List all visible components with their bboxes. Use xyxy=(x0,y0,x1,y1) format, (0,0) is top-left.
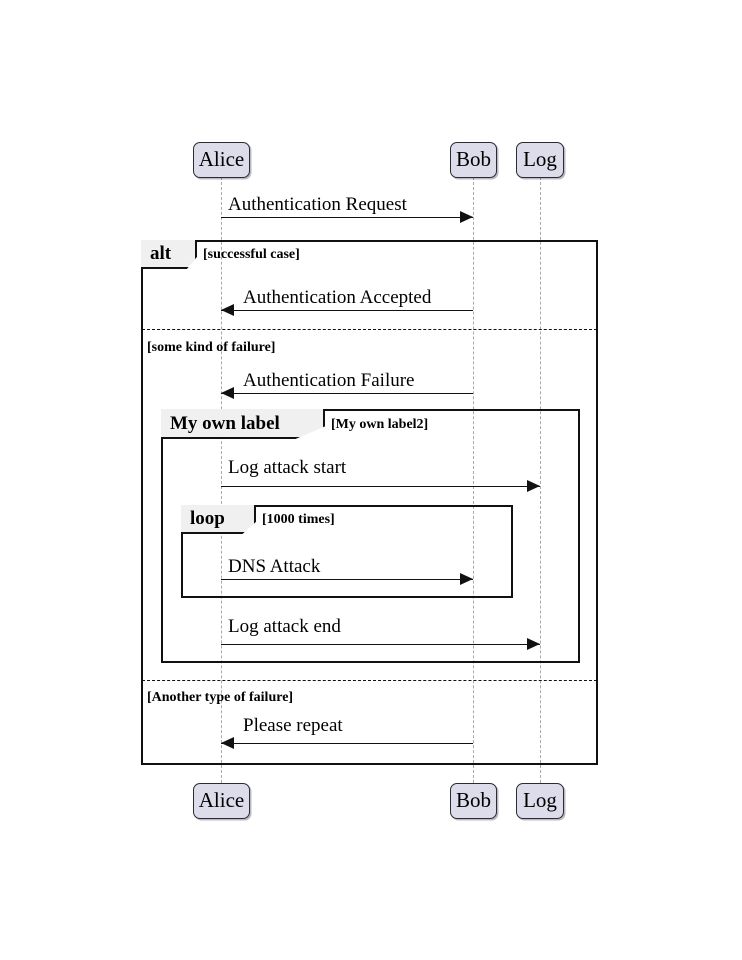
message-arrowhead-log-attack-start xyxy=(527,480,540,492)
message-line-log-attack-start xyxy=(221,486,540,487)
fragment-alt-condition-2: [some kind of failure] xyxy=(147,340,276,355)
participant-bob-bottom-label: Bob xyxy=(455,787,491,812)
fragment-alt xyxy=(141,240,598,765)
message-label-authentication-request: Authentication Request xyxy=(228,194,407,215)
message-arrowhead-authentication-failure xyxy=(221,387,234,399)
fragment-alt-divider-1 xyxy=(142,329,597,330)
message-line-log-attack-end xyxy=(221,644,540,645)
fragment-loop-operator-tab: loop xyxy=(181,505,256,534)
message-label-log-attack-end: Log attack end xyxy=(228,616,341,637)
message-arrowhead-authentication-accepted xyxy=(221,304,234,316)
message-line-authentication-accepted xyxy=(221,310,473,311)
participant-log-top[interactable]: Log xyxy=(516,142,564,178)
message-arrowhead-authentication-request xyxy=(460,211,473,223)
lifeline-log xyxy=(540,177,541,783)
fragment-my-own-label-operator-label: My own label xyxy=(170,412,280,434)
message-label-please-repeat: Please repeat xyxy=(243,715,343,736)
participant-log-bottom-label: Log xyxy=(523,787,557,812)
fragment-loop-condition-1: [1000 times] xyxy=(262,512,335,527)
fragment-alt-condition-1: [successful case] xyxy=(203,247,300,262)
fragment-alt-condition-3: [Another type of failure] xyxy=(147,690,294,705)
fragment-my-own-label-condition-1: [My own label2] xyxy=(331,417,429,432)
fragment-alt-operator-label: alt xyxy=(150,243,172,264)
message-label-log-attack-start: Log attack start xyxy=(228,457,347,478)
fragment-alt-operator-tab: alt xyxy=(141,240,197,269)
fragment-loop xyxy=(181,505,513,598)
message-arrowhead-dns-attack xyxy=(460,573,473,585)
participant-bob-top[interactable]: Bob xyxy=(450,142,497,178)
participant-bob-top-label: Bob xyxy=(455,146,491,171)
participant-alice-bottom[interactable]: Alice xyxy=(193,783,250,819)
participant-log-bottom[interactable]: Log xyxy=(516,783,564,819)
participant-alice-top-label: Alice xyxy=(198,146,245,171)
message-arrowhead-please-repeat xyxy=(221,737,234,749)
message-line-authentication-request xyxy=(221,217,473,218)
participant-alice-top[interactable]: Alice xyxy=(193,142,250,178)
lifeline-bob xyxy=(473,177,474,783)
participant-alice-bottom-label: Alice xyxy=(198,787,245,812)
fragment-my-own-label-operator-tab: My own label xyxy=(161,409,325,439)
message-line-dns-attack xyxy=(221,579,473,580)
fragment-alt-divider-2 xyxy=(142,680,597,681)
fragment-my-own-label xyxy=(161,409,580,663)
message-line-please-repeat xyxy=(221,743,473,744)
message-label-authentication-failure: Authentication Failure xyxy=(243,370,415,391)
message-line-authentication-failure xyxy=(221,393,473,394)
message-arrowhead-log-attack-end xyxy=(527,638,540,650)
message-label-authentication-accepted: Authentication Accepted xyxy=(243,287,432,308)
message-label-dns-attack: DNS Attack xyxy=(228,556,321,577)
fragment-loop-operator-label: loop xyxy=(190,508,225,529)
participant-log-top-label: Log xyxy=(523,146,557,171)
participant-bob-bottom[interactable]: Bob xyxy=(450,783,497,819)
lifeline-alice xyxy=(221,177,222,783)
